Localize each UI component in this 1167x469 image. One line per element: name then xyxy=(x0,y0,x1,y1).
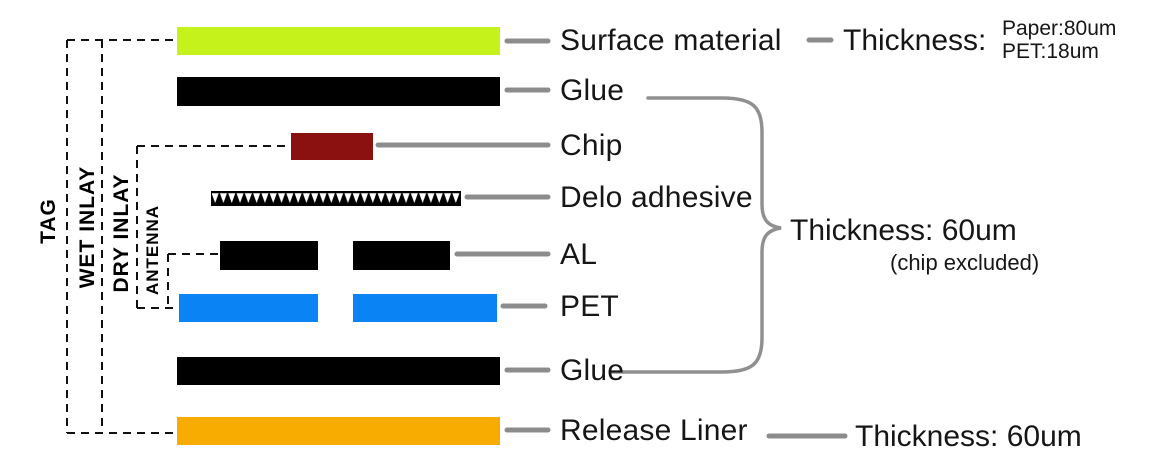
thickness-brace xyxy=(610,96,782,374)
layer-bar-surface xyxy=(177,27,500,55)
layer-bar-glue-top xyxy=(177,77,500,106)
group-label-tag: TAG xyxy=(37,198,60,244)
layer-bar-glue-bottom xyxy=(177,357,500,385)
liner-thickness-label: Thickness: 60um xyxy=(855,420,1082,453)
layer-label-pet: PET xyxy=(560,290,619,323)
layer-bar-delo-adhesive xyxy=(211,191,461,206)
layer-bar-al-left xyxy=(220,241,318,270)
layer-label-chip: Chip xyxy=(560,129,623,162)
layer-label-al: AL xyxy=(560,238,598,271)
surface-thickness-pet: PET:18um xyxy=(1002,40,1099,63)
leader-lines xyxy=(375,37,848,439)
surface-thickness-label: Thickness: xyxy=(843,24,987,57)
layer-label-surface: Surface material xyxy=(560,24,782,57)
dashed-bracket-lines xyxy=(66,39,290,434)
inlay-thickness-label: Thickness: 60um xyxy=(790,214,1017,247)
group-label-dry-inlay: DRY INLAY xyxy=(110,173,133,293)
layer-bar-chip xyxy=(291,133,373,160)
layer-bar-release-liner xyxy=(177,417,500,445)
layer-bar-pet-right xyxy=(353,294,497,322)
layer-label-release-liner: Release Liner xyxy=(560,414,748,447)
inlay-thickness-note: (chip excluded) xyxy=(890,250,1040,275)
group-label-wet-inlay: WET INLAY xyxy=(76,165,99,289)
layer-label-delo: Delo adhesive xyxy=(560,181,753,214)
layer-bar-pet-left xyxy=(179,294,318,322)
layer-label-glue-bottom: Glue xyxy=(560,354,625,387)
layer-label-glue-top: Glue xyxy=(560,74,625,107)
surface-thickness-paper: Paper:80um xyxy=(1002,17,1117,40)
group-label-antenna: ANTENNA xyxy=(143,204,162,296)
surface-thickness-values: Paper:80um PET:18um xyxy=(1002,17,1116,63)
layer-bar-al-right xyxy=(353,241,450,270)
